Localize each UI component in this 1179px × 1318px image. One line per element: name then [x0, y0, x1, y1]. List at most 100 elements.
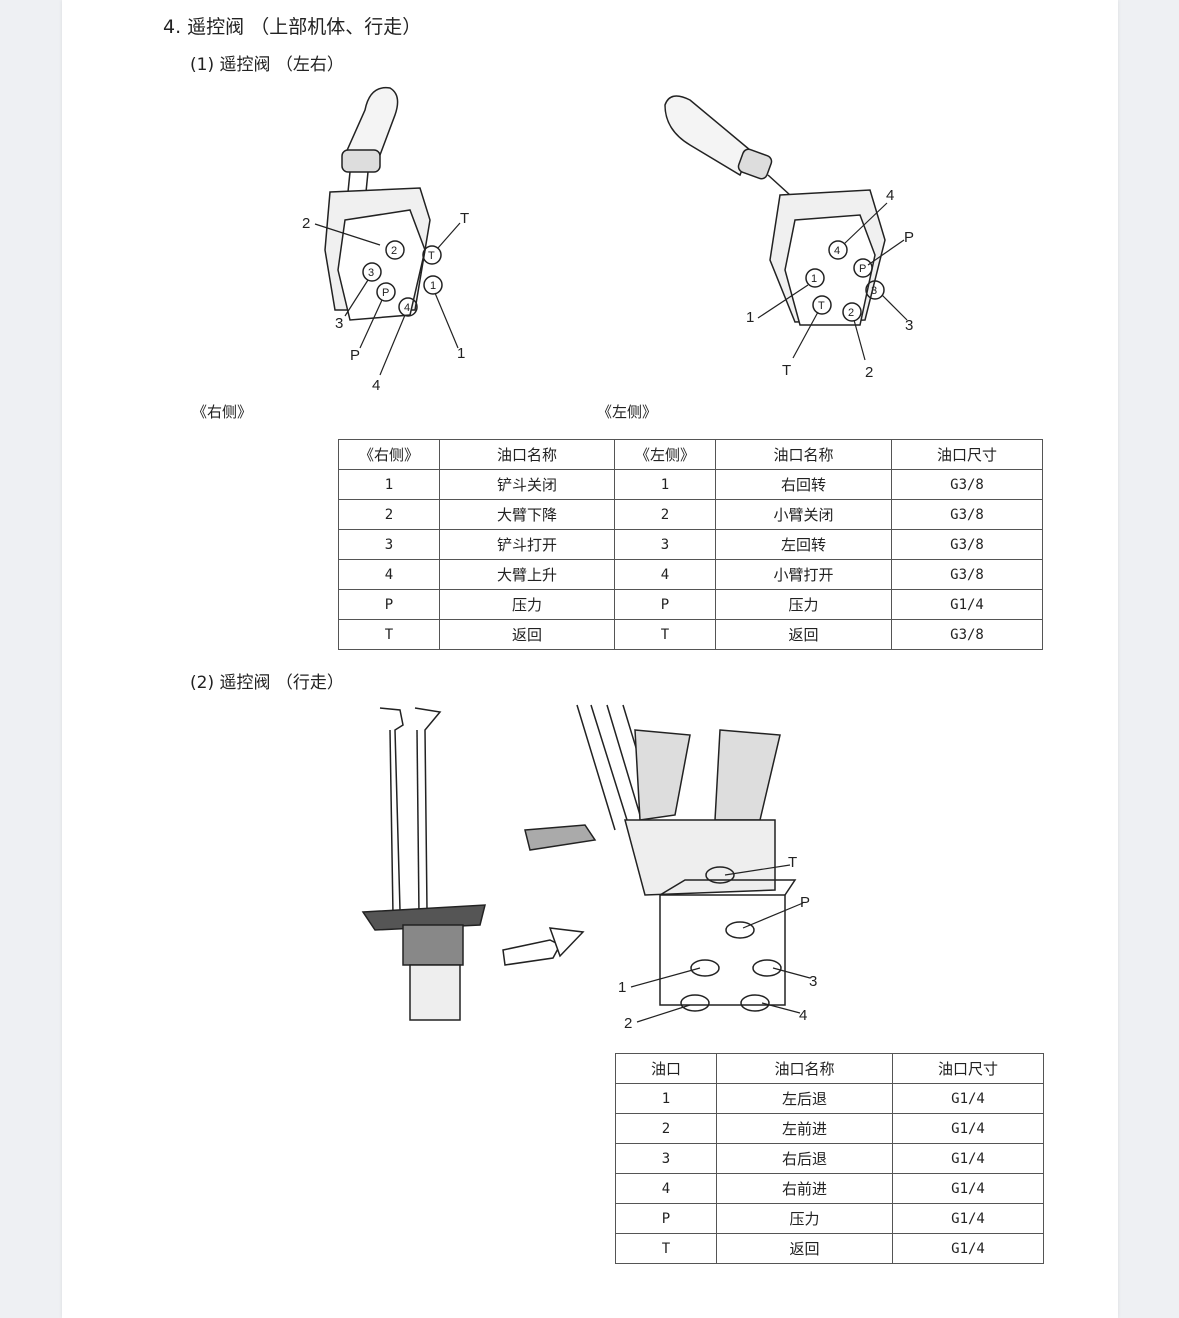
port-label-4: 4: [372, 377, 380, 394]
table-cell: 4: [614, 559, 716, 590]
svg-text:3: 3: [871, 285, 877, 297]
port-label-4: 4: [799, 1007, 807, 1024]
table-cell: 压力: [439, 589, 615, 620]
table-cell: 大臂上升: [439, 559, 615, 590]
table-cell: P: [338, 589, 440, 620]
port-label-T: T: [788, 854, 797, 871]
caption-left-side: 《左侧》: [597, 403, 658, 421]
header-cell: 油口名称: [716, 1053, 893, 1084]
table-cell: G3/8: [891, 619, 1043, 650]
port-label-4: 4: [886, 187, 894, 204]
table-cell: 返回: [439, 619, 615, 650]
port-label-P: P: [904, 229, 914, 246]
header-cell: 油口尺寸: [892, 1053, 1044, 1084]
header-cell: 油口尺寸: [891, 439, 1043, 470]
table-cell: G1/4: [891, 589, 1043, 620]
svg-text:P: P: [382, 287, 389, 299]
table-cell: G3/8: [891, 559, 1043, 590]
svg-text:1: 1: [430, 280, 436, 292]
svg-text:3: 3: [368, 267, 374, 279]
travel-valve-diagram: T P 1 3 2 4: [361, 704, 817, 1032]
table-cell: 铲斗打开: [439, 529, 615, 560]
port-label-P: P: [350, 347, 360, 364]
header-cell: 油口名称: [715, 439, 892, 470]
port-label-2: 2: [624, 1015, 632, 1032]
table-cell: 返回: [716, 1233, 893, 1264]
table-cell: G3/8: [891, 469, 1043, 500]
svg-text:2: 2: [848, 307, 854, 319]
table-cell: G1/4: [892, 1143, 1044, 1174]
port-label-1: 1: [746, 309, 754, 326]
table-cell: 右后退: [716, 1143, 893, 1174]
port-label-2: 2: [865, 364, 873, 381]
table-cell: T: [614, 619, 716, 650]
table-cell: 左前进: [716, 1113, 893, 1144]
port-label-1: 1: [457, 345, 465, 362]
table-cell: G1/4: [892, 1083, 1044, 1114]
header-cell: 油口: [615, 1053, 717, 1084]
table-cell: 右回转: [715, 469, 892, 500]
table-header-row: 《右侧》 油口名称 《左侧》 油口名称 油口尺寸: [338, 439, 1043, 470]
section-title: 4. 遥控阀 （上部机体、行走）: [163, 16, 422, 38]
table-cell: T: [615, 1233, 717, 1264]
header-cell: 《左侧》: [614, 439, 716, 470]
svg-text:1: 1: [811, 273, 817, 285]
table-cell: P: [615, 1203, 717, 1234]
table-cell: 大臂下降: [439, 499, 615, 530]
table-cell: T: [338, 619, 440, 650]
subsection-title-left-right: (1) 遥控阀 （左右）: [190, 55, 344, 75]
port-label-T: T: [460, 210, 469, 227]
port-label-1: 1: [618, 979, 626, 996]
table-cell: 4: [338, 559, 440, 590]
svg-text:4: 4: [404, 302, 410, 314]
table-cell: 1: [338, 469, 440, 500]
header-cell: 《右侧》: [338, 439, 440, 470]
table-cell: 3: [338, 529, 440, 560]
port-label-2: 2: [302, 215, 310, 232]
table-cell: G1/4: [892, 1113, 1044, 1144]
table-cell: G3/8: [891, 499, 1043, 530]
table-cell: 小臂打开: [715, 559, 892, 590]
table-header-row: 油口 油口名称 油口尺寸: [615, 1053, 1044, 1084]
port-label-3: 3: [335, 315, 343, 332]
table-cell: 右前进: [716, 1173, 893, 1204]
svg-text:2: 2: [391, 245, 397, 257]
table-cell: 2: [614, 499, 716, 530]
table-cell: 铲斗关闭: [439, 469, 615, 500]
port-label-P: P: [800, 894, 810, 911]
table-cell: G3/8: [891, 529, 1043, 560]
caption-right-side: 《右侧》: [192, 403, 253, 421]
table-cell: 1: [614, 469, 716, 500]
table-cell: 压力: [716, 1203, 893, 1234]
table-cell: 2: [338, 499, 440, 530]
table-cell: 压力: [715, 589, 892, 620]
port-label-T: T: [782, 362, 791, 379]
svg-text:4: 4: [834, 245, 840, 257]
table-cell: 小臂关闭: [715, 499, 892, 530]
table-cell: G1/4: [892, 1203, 1044, 1234]
table-cell: 1: [615, 1083, 717, 1114]
table-cell: 返回: [715, 619, 892, 650]
left-joystick-diagram: 4P 13 T2 4 P 1 3 T 2: [664, 95, 914, 381]
table-cell: 3: [615, 1143, 717, 1174]
table-cell: 左回转: [715, 529, 892, 560]
table-cell: 左后退: [716, 1083, 893, 1114]
svg-text:T: T: [818, 300, 825, 312]
table-cell: 4: [615, 1173, 717, 1204]
table-cell: 2: [615, 1113, 717, 1144]
port-label-3: 3: [905, 317, 913, 334]
